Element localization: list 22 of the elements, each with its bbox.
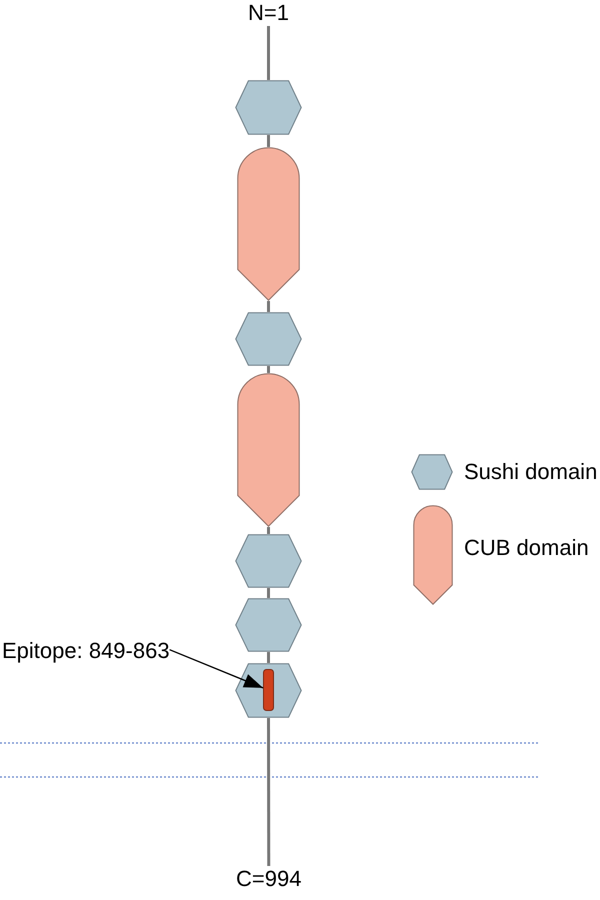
cub-domain-shape [237, 147, 300, 301]
sushi-domain-hexagon [235, 312, 302, 366]
sushi-domain-hexagon [235, 663, 302, 718]
sushi-domain-hexagon [235, 80, 302, 135]
terminus-label: C=994 [236, 866, 302, 892]
backbone-line [267, 26, 270, 80]
backbone-line [267, 588, 270, 598]
backbone-line [267, 718, 270, 866]
arrow [169, 649, 264, 688]
cub-domain-shape [237, 373, 300, 527]
sushi-domain-hexagon [235, 598, 302, 652]
legend-label: Sushi domain [464, 459, 598, 485]
backbone-line [267, 135, 270, 147]
legend-label: CUB domain [464, 535, 589, 561]
sushi-domain-hexagon [235, 534, 302, 588]
backbone-line [267, 301, 270, 312]
epitope-mark [263, 669, 274, 711]
backbone-line [267, 652, 270, 663]
epitope-label: Epitope: 849-863 [2, 638, 170, 664]
terminus-label: N=1 [248, 0, 289, 26]
backbone-line [267, 366, 270, 373]
backbone-line [267, 527, 270, 534]
